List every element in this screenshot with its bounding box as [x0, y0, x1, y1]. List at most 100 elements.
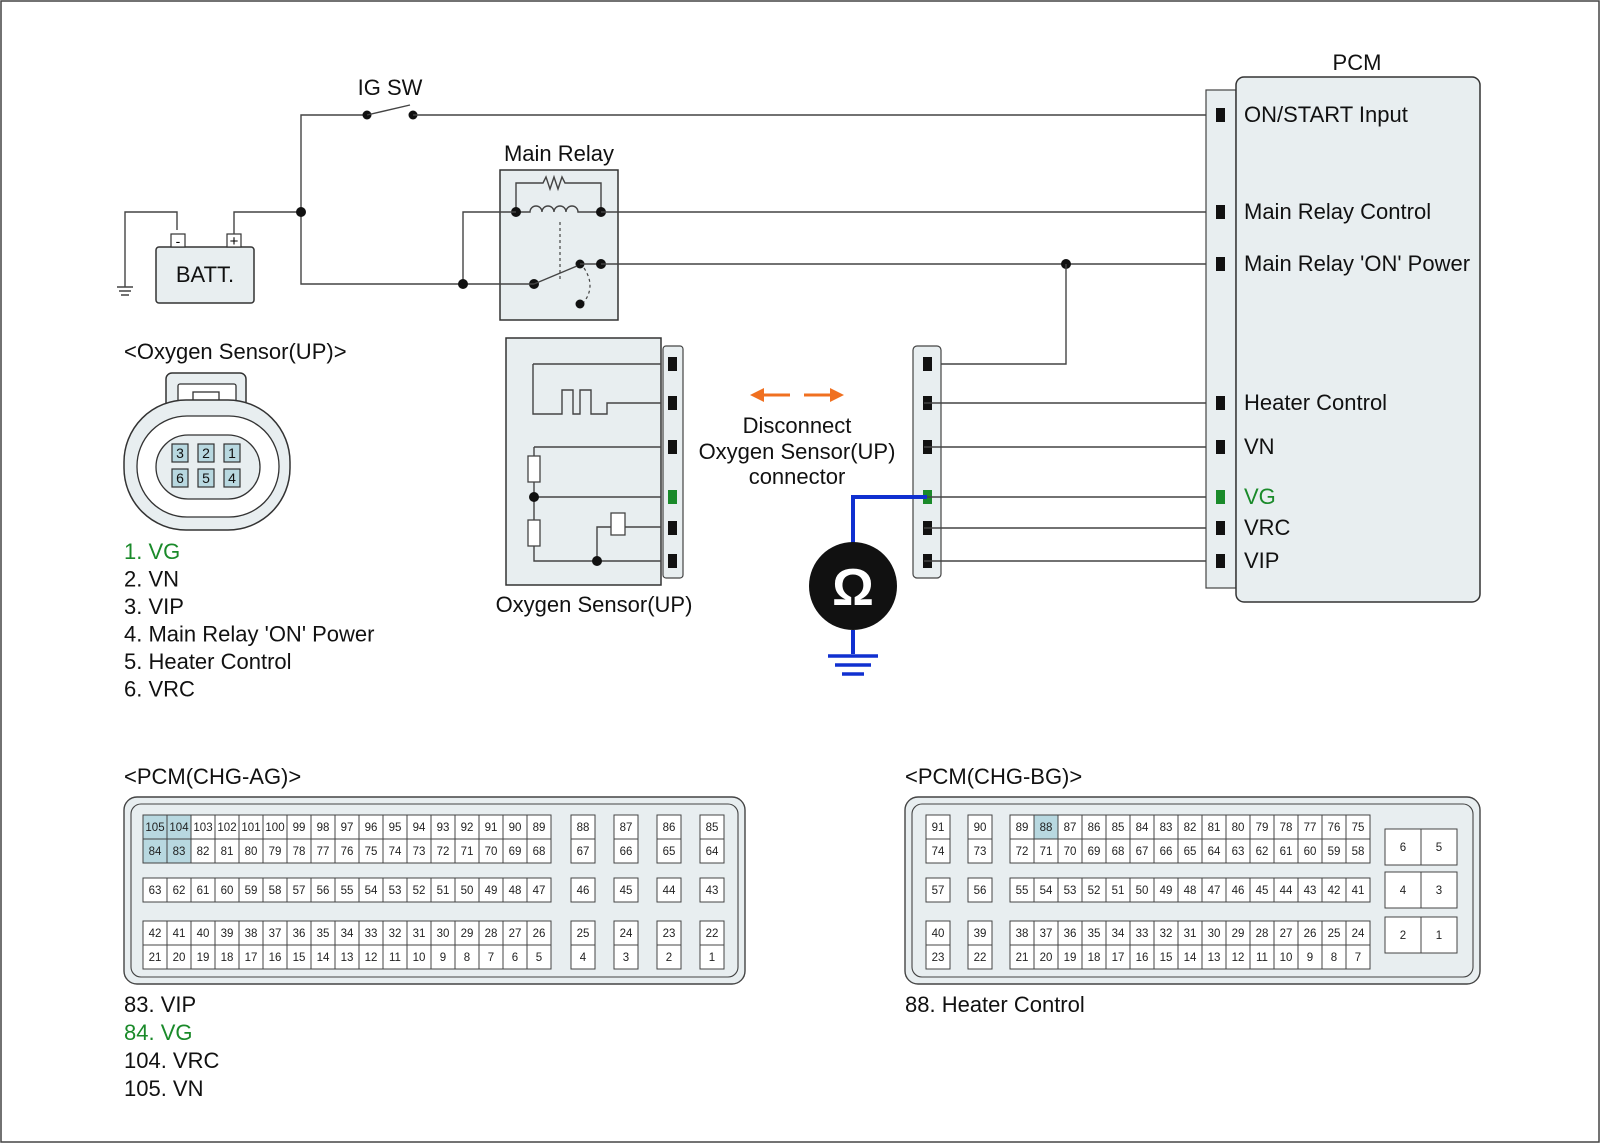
connector-cell — [286, 877, 312, 903]
connector-pin-number: 6 — [1400, 842, 1406, 854]
connector-cell — [967, 838, 993, 864]
connector-pin-number: 67 — [1136, 846, 1149, 858]
connector-pin-number: 32 — [389, 928, 402, 940]
connector-cell — [286, 814, 312, 840]
connector-pin-number: 39 — [221, 928, 234, 940]
connector-pin-number: 21 — [149, 952, 162, 964]
connector-pin-number: 57 — [293, 885, 306, 897]
connector-pin-number: 68 — [1112, 846, 1125, 858]
connector-pin-number: 51 — [1112, 885, 1125, 897]
connector-pin-number: 65 — [1184, 846, 1197, 858]
pcm-pin-label: VIP — [1244, 548, 1279, 573]
connector-cell — [1201, 838, 1227, 864]
connector-cell — [1129, 814, 1155, 840]
connector-cell — [613, 877, 639, 903]
connector-pin-number: 42 — [149, 928, 162, 940]
pcm-pin-label: ON/START Input — [1244, 102, 1408, 127]
connector-pin-number: 48 — [1184, 885, 1197, 897]
pcm-terminal — [1216, 554, 1225, 568]
pcm-pin-label: VG — [1244, 484, 1276, 509]
connector-pin-number: 60 — [221, 885, 234, 897]
connector-pin-number: 75 — [1352, 822, 1365, 834]
connector-pin-number: 49 — [1160, 885, 1173, 897]
connector-pin-number: 28 — [485, 928, 498, 940]
connector-pin-number: 54 — [1040, 885, 1053, 897]
connector-pin-number: 105 — [145, 822, 164, 834]
connector-pin-number: 54 — [365, 885, 378, 897]
connector-pin-number: 80 — [245, 846, 258, 858]
connector-cell — [1201, 877, 1227, 903]
connector-pin-number: 20 — [173, 952, 186, 964]
connector-cell — [1009, 944, 1035, 970]
connector-pin-number: 14 — [1184, 952, 1197, 964]
connector-pin-number: 19 — [1064, 952, 1077, 964]
connector-pin-number: 98 — [317, 822, 330, 834]
connector-cell — [430, 877, 456, 903]
connector-cell — [1033, 838, 1059, 864]
connector-pin-number: 81 — [221, 846, 234, 858]
connector-cell — [214, 944, 240, 970]
connector-pin-number: 74 — [389, 846, 402, 858]
pcm-box — [1235, 76, 1481, 603]
connector-cell — [1345, 877, 1371, 903]
disconnect-line-1: Disconnect — [743, 413, 852, 438]
harness-terminal — [923, 357, 932, 371]
connector-cell — [1225, 920, 1251, 946]
arrow-left-icon — [750, 388, 764, 402]
connector-pin-number: 104 — [169, 822, 189, 834]
pcm-pin-label: VRC — [1244, 515, 1291, 540]
connector-pin-number: 40 — [197, 928, 210, 940]
connector-pin-number: 4 — [1400, 885, 1407, 897]
connector-cell — [1081, 877, 1107, 903]
connector-pin-number: 35 — [317, 928, 330, 940]
pcm-terminal — [1216, 396, 1225, 410]
connector-cell — [1273, 920, 1299, 946]
pcm-bg-title: <PCM(CHG-BG)> — [905, 764, 1082, 789]
pin-description: 6. VRC — [124, 677, 195, 702]
connector-pin-number: 62 — [1256, 846, 1269, 858]
connector-cell — [478, 814, 504, 840]
connector-pin-number: 46 — [577, 885, 590, 897]
connector-pin-number: 96 — [365, 822, 378, 834]
connector-pin-number: 1 — [1436, 930, 1442, 942]
connector-cell — [1057, 814, 1083, 840]
connector-pin-number: 72 — [437, 846, 450, 858]
connector-pin-number: 31 — [413, 928, 426, 940]
connector-pin-number: 27 — [1280, 928, 1293, 940]
connector-pin-number: 36 — [293, 928, 306, 940]
connector-pin-number: 84 — [1136, 822, 1149, 834]
disconnect-note: Disconnect Oxygen Sensor(UP) connector — [699, 388, 895, 489]
connector-pin-number: 53 — [389, 885, 402, 897]
connector-pin-number: 64 — [706, 846, 719, 858]
pcm-pin-label: Main Relay Control — [1244, 199, 1431, 224]
pin-description: 1. VG — [124, 539, 180, 564]
connector-cell — [334, 944, 360, 970]
connector-pin-number: 61 — [1280, 846, 1293, 858]
o2-connector-pin — [223, 468, 241, 488]
connector-pin-number: 37 — [1040, 928, 1053, 940]
pcm-pin-label: Main Relay 'ON' Power — [1244, 251, 1470, 276]
connector-cell — [430, 838, 456, 864]
connector-cell — [190, 877, 216, 903]
connector-cell — [925, 920, 951, 946]
pin-description: 83. VIP — [124, 992, 196, 1017]
connector-cell — [454, 944, 480, 970]
connector-pin-number: 4 — [580, 952, 587, 964]
connector-cell — [570, 920, 596, 946]
connector-pin-number: 59 — [245, 885, 258, 897]
connector-cell — [358, 877, 384, 903]
connector-cell — [1033, 944, 1059, 970]
connector-pin-number: 56 — [317, 885, 330, 897]
connector-cell — [430, 944, 456, 970]
connector-cell — [310, 838, 336, 864]
connector-cell — [190, 920, 216, 946]
connector-pin-number: 87 — [1064, 822, 1077, 834]
connector-pin-number: 44 — [1280, 885, 1293, 897]
connector-cell — [1033, 877, 1059, 903]
pcm-ag-title: <PCM(CHG-AG)> — [124, 764, 301, 789]
connector-cell — [1297, 920, 1323, 946]
connector-pin-number: 30 — [1208, 928, 1221, 940]
connector-cell — [925, 814, 951, 840]
